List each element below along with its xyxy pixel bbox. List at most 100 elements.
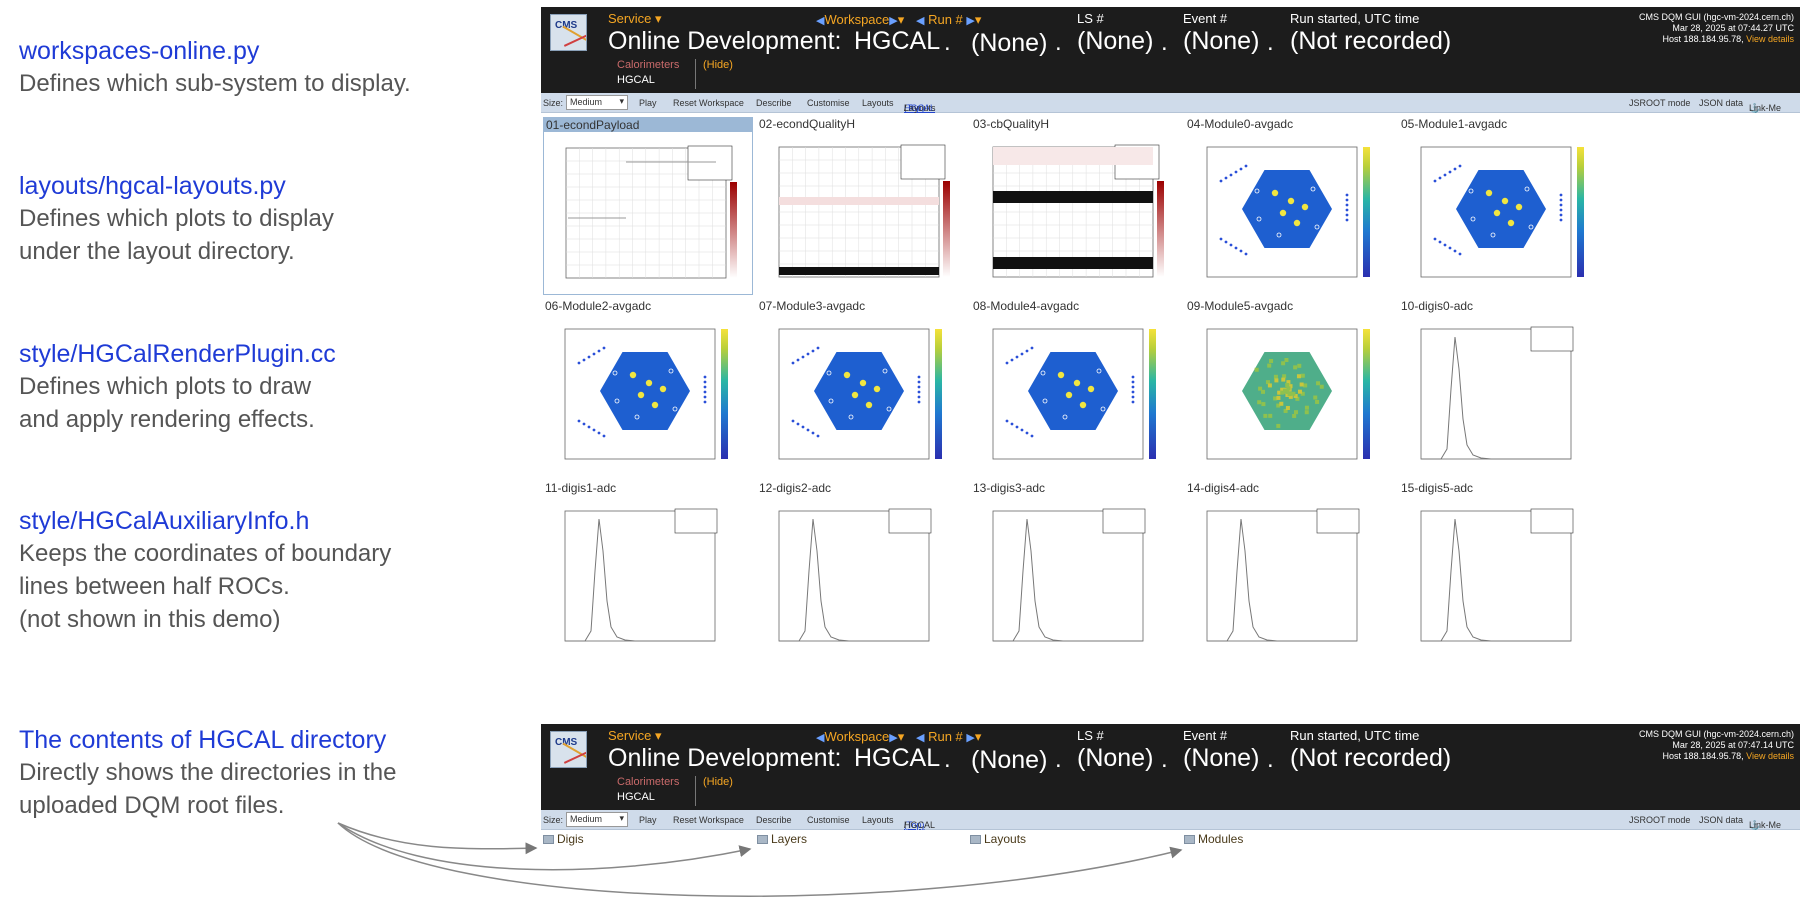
calib-dot: [1453, 167, 1457, 171]
cell-pixel: [1293, 410, 1298, 415]
jsroot-mode-button[interactable]: JSROOT mode: [1629, 98, 1691, 108]
run-started-label: Run started, UTC time: [1290, 11, 1420, 26]
plot-panel[interactable]: 07-Module3-avgadc: [757, 299, 967, 477]
service-menu[interactable]: Service ▾: [608, 728, 662, 744]
plot-panel[interactable]: 05-Module1-avgadc: [1399, 117, 1609, 295]
plot-panel[interactable]: 08-Module4-avgadc: [971, 299, 1181, 477]
note-line: (not shown in this demo): [19, 606, 281, 633]
cell-pixel: [1263, 413, 1268, 418]
plot-panel[interactable]: 10-digis0-adc: [1399, 299, 1609, 477]
service-menu[interactable]: Service ▾: [608, 11, 662, 27]
run-menu[interactable]: ◀ Run # ▶▾: [916, 729, 981, 745]
jsroot-mode-button[interactable]: JSROOT mode: [1629, 815, 1691, 825]
size-select[interactable]: Medium: [566, 95, 628, 110]
hide-link[interactable]: (Hide): [703, 776, 733, 788]
json-data-button[interactable]: JSON data: [1699, 98, 1744, 108]
logo-text: CMS: [555, 737, 578, 748]
reset-workspace-button[interactable]: Reset Workspace: [673, 98, 744, 108]
stats-box: [888, 508, 932, 534]
directory-layouts[interactable]: Layouts: [970, 832, 1026, 846]
view-details-link[interactable]: View details: [1746, 34, 1794, 44]
customise-button[interactable]: Customise: [807, 98, 850, 108]
cell-pixel: [1277, 390, 1282, 395]
directory-digis[interactable]: Digis: [543, 832, 584, 846]
cell-pixel: [1295, 396, 1300, 401]
layouts-button[interactable]: Layouts: [862, 815, 894, 825]
arrow-left-icon[interactable]: ◀: [816, 732, 825, 744]
plot-panel[interactable]: 03-cbQualityH: [971, 117, 1181, 295]
plot-panel[interactable]: 04-Module0-avgadc: [1185, 117, 1395, 295]
note-render-plugin: style/HGCalRenderPlugin.cc Defines which…: [19, 339, 539, 436]
histogram-line: [779, 518, 929, 642]
cell-pixel: [1285, 392, 1290, 397]
divider: [695, 776, 696, 806]
arrow-right-icon[interactable]: ▶: [889, 15, 898, 27]
chevron-down-icon: ▾: [897, 12, 905, 27]
cell-pixel: [1258, 386, 1263, 391]
directory-layers[interactable]: Layers: [757, 832, 807, 846]
calib-dot: [1020, 352, 1024, 356]
calib-dot: [917, 380, 921, 384]
anchor-icon: ⚓: [1749, 103, 1761, 113]
size-select[interactable]: Medium: [566, 812, 628, 827]
plot-title: 13-digis3-adc: [973, 481, 1046, 495]
view-details-link[interactable]: View details: [1746, 751, 1794, 761]
plot-panel[interactable]: 12-digis2-adc: [757, 481, 967, 659]
run-value: (None): [971, 746, 1048, 774]
layouts-button[interactable]: Layouts: [862, 98, 894, 108]
subsystem-value[interactable]: HGCAL: [617, 74, 655, 86]
directory-modules[interactable]: Modules: [1184, 832, 1243, 846]
json-data-button[interactable]: JSON data: [1699, 815, 1744, 825]
arrow-right-icon[interactable]: ▶: [889, 732, 898, 744]
arrow-left-icon[interactable]: ◀: [916, 732, 925, 744]
arrow-right-icon[interactable]: ▶: [966, 732, 975, 744]
arrow-right-icon[interactable]: ▶: [966, 15, 975, 27]
hide-link[interactable]: (Hide): [703, 59, 733, 71]
breadcrumb-hgcal[interactable]: HGCAL: [904, 103, 936, 113]
calib-dot: [1229, 173, 1233, 177]
calib-dot: [917, 395, 921, 399]
cell-pixel: [1283, 388, 1288, 393]
run-menu[interactable]: ◀ Run # ▶▾: [916, 12, 981, 28]
cell-pixel: [1267, 363, 1272, 368]
calib-dot: [791, 361, 795, 365]
plot-panel[interactable]: 15-digis5-adc: [1399, 481, 1609, 659]
customise-button[interactable]: Customise: [807, 815, 850, 825]
calib-dot: [1244, 252, 1248, 256]
plot-title: 03-cbQualityH: [973, 117, 1050, 131]
cell-marker: [1490, 232, 1496, 238]
workspace-menu[interactable]: ◀Workspace▶▾: [816, 12, 904, 28]
breadcrumb-top[interactable]: (Top): [904, 103, 925, 113]
workspace-menu[interactable]: ◀Workspace▶▾: [816, 729, 904, 745]
calib-dot: [1443, 243, 1447, 247]
subsystem-value[interactable]: HGCAL: [617, 791, 655, 803]
plot-panel[interactable]: 09-Module5-avgadc: [1185, 299, 1395, 477]
plot-canvas: [1206, 328, 1370, 460]
color-scale: [730, 182, 737, 278]
play-button[interactable]: Play: [639, 98, 657, 108]
hot-cell: [1501, 197, 1509, 205]
calib-dot: [1559, 203, 1563, 207]
hot-cell: [873, 385, 881, 393]
play-button[interactable]: Play: [639, 815, 657, 825]
plot-panel[interactable]: 02-econdQualityH: [757, 117, 967, 295]
page-title: Online Development:: [608, 27, 842, 55]
dqm-gui-layouts: CMS Service ▾ ◀Workspace▶▾ ◀ Run # ▶▾ LS…: [541, 7, 1800, 658]
plot-panel[interactable]: 11-digis1-adc: [543, 481, 753, 659]
plot-panel[interactable]: 01-econdPayload: [543, 117, 753, 295]
arrow-left-icon[interactable]: ◀: [816, 15, 825, 27]
directory-list: Digis Layers Layouts Modules: [541, 831, 1800, 851]
plot-panel[interactable]: 14-digis4-adc: [1185, 481, 1395, 659]
calib-dot: [1438, 240, 1442, 244]
plot-panel[interactable]: 06-Module2-avgadc: [543, 299, 753, 477]
calib-dot: [1030, 346, 1034, 350]
calib-dot: [1020, 428, 1024, 432]
describe-button[interactable]: Describe: [756, 98, 792, 108]
plot-panel[interactable]: 13-digis3-adc: [971, 481, 1181, 659]
arrow-left-icon[interactable]: ◀: [916, 15, 925, 27]
describe-button[interactable]: Describe: [756, 815, 792, 825]
reset-workspace-button[interactable]: Reset Workspace: [673, 815, 744, 825]
hot-cell: [637, 391, 645, 399]
hex-module: [600, 352, 690, 430]
cell-pixel: [1285, 383, 1290, 388]
